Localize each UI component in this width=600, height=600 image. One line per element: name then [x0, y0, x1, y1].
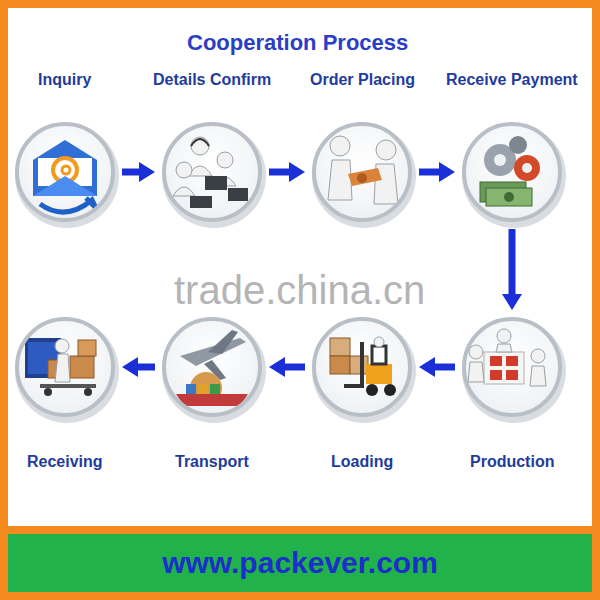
step-label: Receive Payment	[446, 70, 578, 90]
flow-arrow	[122, 357, 155, 377]
url-band: www.packever.com	[8, 534, 592, 592]
step-circle	[15, 122, 115, 222]
step-label: Receiving	[27, 452, 103, 472]
process-step: Loading	[312, 317, 412, 417]
step-circle	[15, 317, 115, 417]
step-circle	[162, 317, 262, 417]
flow-arrow	[502, 229, 522, 310]
website-url: www.packever.com	[162, 546, 438, 580]
process-step: Details Confirm	[162, 122, 262, 222]
step-label: Order Placing	[310, 70, 415, 90]
step-circle	[162, 122, 262, 222]
step-label: Loading	[331, 452, 393, 472]
flow-arrow	[419, 357, 455, 377]
step-label: Production	[470, 452, 554, 472]
flow-arrow	[122, 162, 155, 182]
process-step: Production	[462, 317, 562, 417]
step-label: Details Confirm	[153, 70, 271, 90]
step-circle	[462, 317, 562, 417]
process-step: Order Placing	[312, 122, 412, 222]
watermark: trade.china.cn	[174, 268, 425, 312]
process-step: Transport	[162, 317, 262, 417]
step-label: Transport	[175, 452, 249, 472]
step-label: Inquiry	[38, 70, 91, 90]
step-circle	[462, 122, 562, 222]
step-circle	[312, 122, 412, 222]
step-circle	[312, 317, 412, 417]
diagram-title: Cooperation Process	[187, 30, 408, 56]
flow-arrow	[269, 357, 305, 377]
process-step: Receive Payment	[462, 122, 562, 222]
flow-arrow	[269, 162, 305, 182]
flow-arrow	[419, 162, 455, 182]
process-step: Inquiry	[15, 122, 115, 222]
process-step: Receiving	[15, 317, 115, 417]
